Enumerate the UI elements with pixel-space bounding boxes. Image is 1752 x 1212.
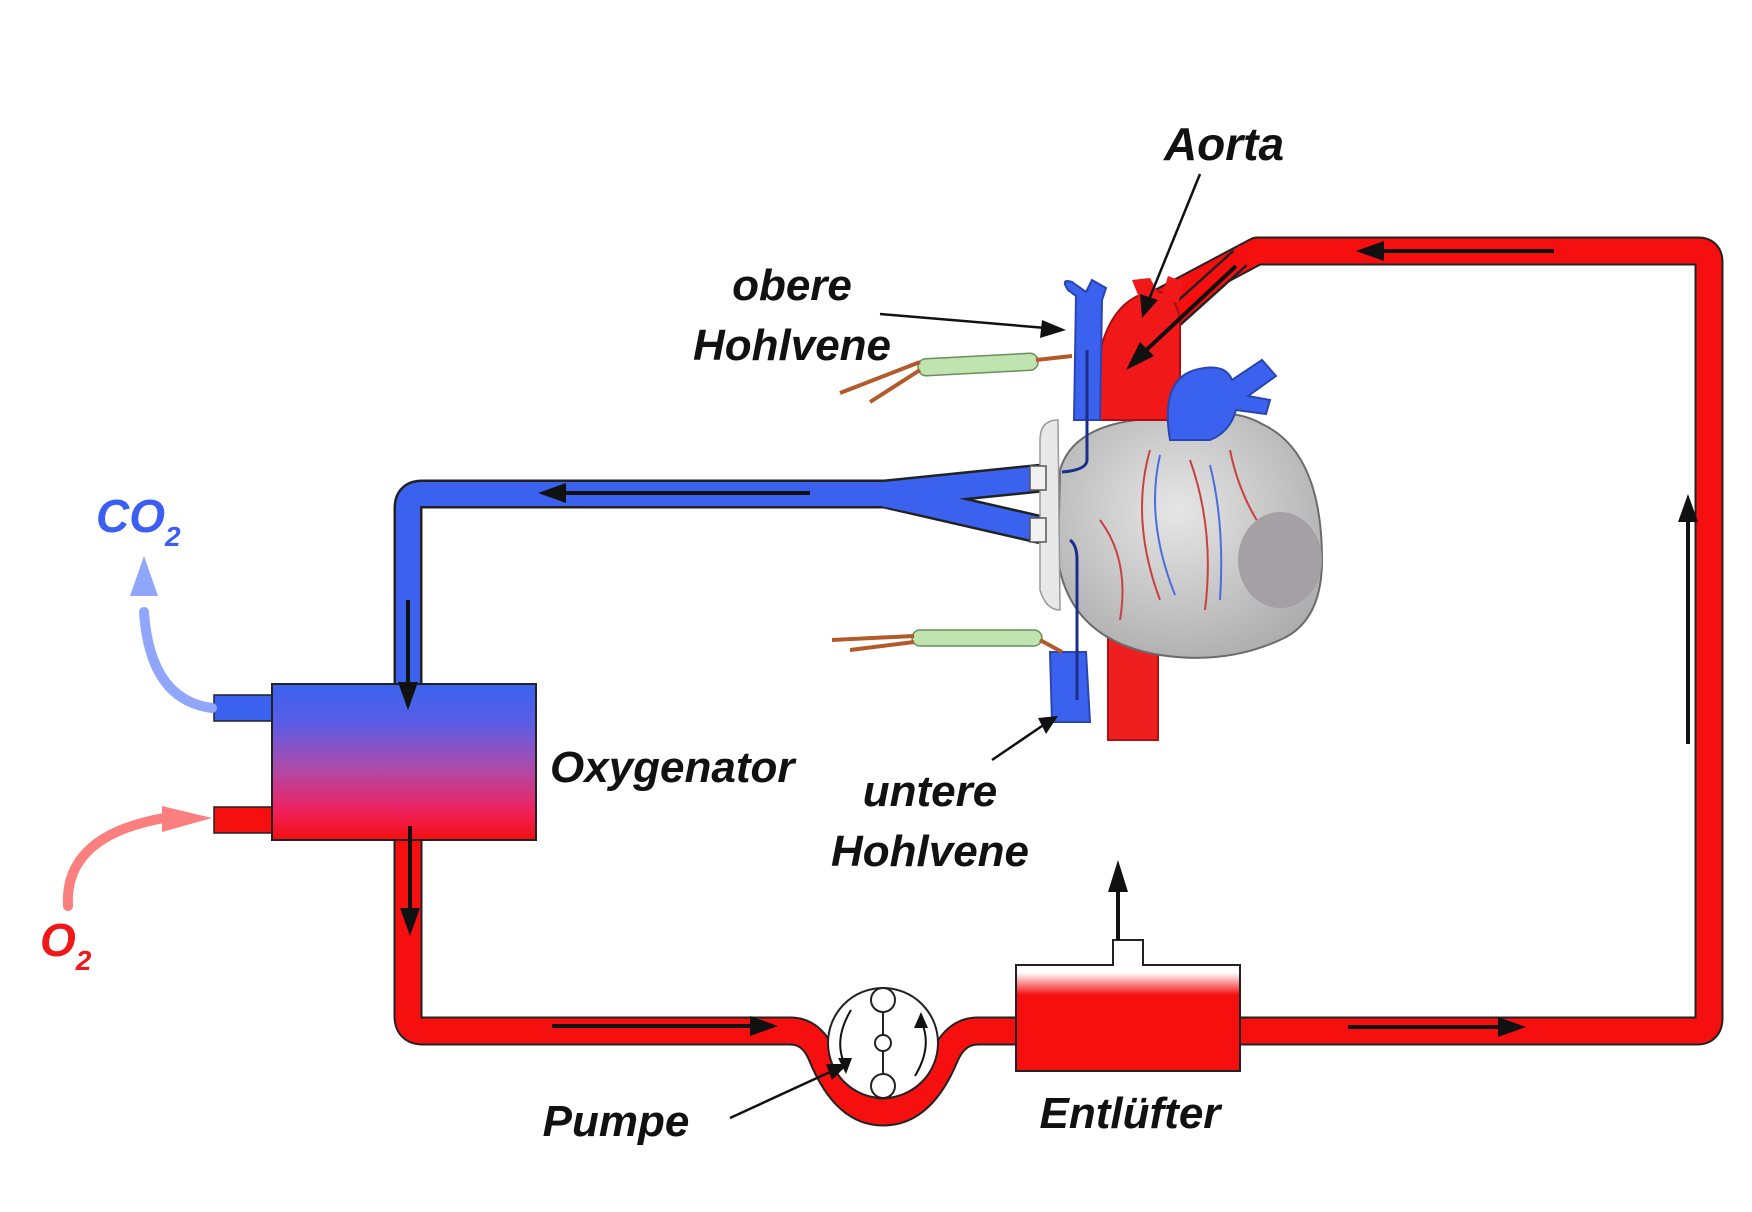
- flow-arrow-down-to-oxygenator: [398, 600, 418, 710]
- flow-arrow-top: [1356, 241, 1554, 261]
- flow-arrow-into-aorta: [1126, 264, 1238, 370]
- leader-lines: [729, 173, 1202, 1120]
- label-obere-hohlvene: Hohlvene: [693, 321, 891, 370]
- co2-exhaust-arrow: [139, 607, 217, 713]
- superior-vena-cava: [1063, 278, 1108, 421]
- flow-arrow-down-from-oxygenator: [400, 826, 420, 936]
- flow-arrow-after-trap: [1348, 1017, 1526, 1037]
- label-aorta: Aorta: [1163, 118, 1284, 170]
- label-untere-hohlvene: Hohlvene: [831, 827, 1029, 876]
- vent-arrow-head: [1108, 860, 1128, 892]
- leader-untere-hohlvene: [991, 716, 1058, 762]
- o2-arrow-head: [162, 806, 212, 832]
- oxygenator-to-pump-tube: [395, 841, 1030, 1125]
- pulmonary-artery: [1166, 358, 1278, 441]
- label-untere: untere: [863, 767, 997, 816]
- bubble-trap: [1015, 860, 1241, 1072]
- labels: Aorta obere Hohlvene Oxygenator untere H…: [40, 118, 1284, 1146]
- leader-aorta: [1140, 173, 1202, 318]
- flow-arrow-to-pump: [552, 1016, 778, 1036]
- label-o2: O2: [40, 914, 92, 976]
- leader-pumpe: [729, 1064, 848, 1120]
- arterial-tube: [1142, 238, 1722, 1044]
- cannula-connector-upper: [1029, 465, 1047, 491]
- venous-line: [393, 463, 1046, 690]
- gas-lines: [62, 556, 307, 911]
- cannula-connector-lower: [1029, 517, 1047, 543]
- tourniquet-lower: [831, 629, 1063, 654]
- label-oxygenator: Oxygenator: [550, 743, 797, 792]
- label-pumpe: Pumpe: [543, 1097, 690, 1146]
- flow-arrow-up-right: [1678, 494, 1698, 744]
- inferior-vena-cava: [1048, 651, 1092, 723]
- o2-supply-arrow: [62, 813, 169, 911]
- oxygenator-chamber: [271, 683, 537, 841]
- co2-arrow-head: [130, 556, 158, 596]
- flow-arrow-venous: [538, 483, 810, 503]
- label-entluefter: Entlüfter: [1040, 1089, 1224, 1138]
- roller-pump-icon: [827, 987, 939, 1099]
- label-co2: CO2: [96, 490, 181, 552]
- label-obere: obere: [732, 261, 852, 310]
- arterial-line: [393, 236, 1724, 1127]
- flow-arrows: [398, 241, 1698, 1037]
- leader-obere-hohlvene: [879, 312, 1066, 338]
- tourniquet-upper: [839, 352, 1073, 404]
